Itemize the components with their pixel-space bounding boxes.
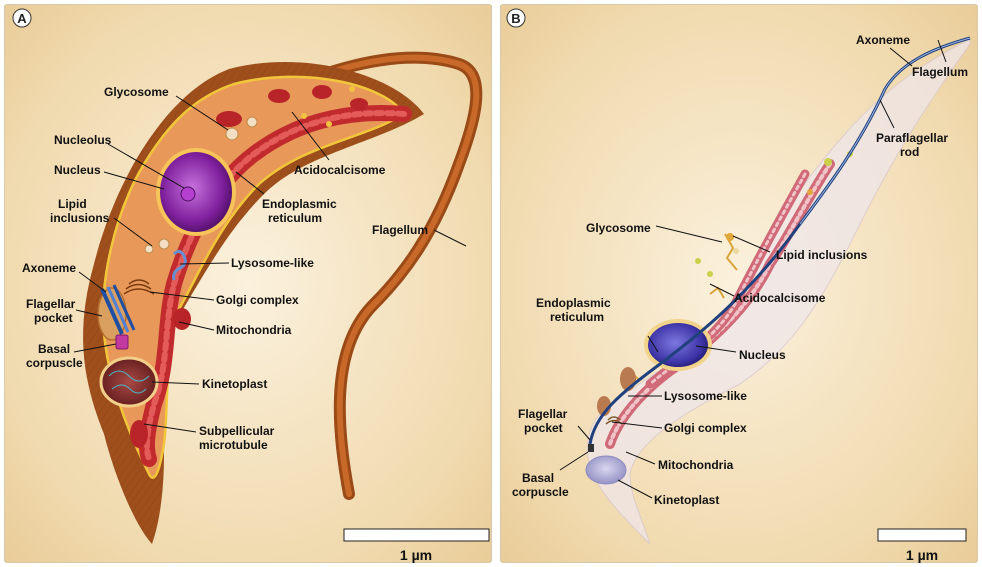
label-er-2: reticulum <box>268 211 322 225</box>
scale-label-b: 1 µm <box>906 547 938 563</box>
label-b-nucleus: Nucleus <box>739 348 786 362</box>
label-lysosome: Lysosome-like <box>231 256 314 270</box>
scale-bar-a <box>344 529 489 541</box>
panel-a: A <box>4 4 492 563</box>
label-lipid-2: inclusions <box>50 211 110 225</box>
label-b-lipid: Lipid inclusions <box>776 248 868 262</box>
label-acidocalcisome: Acidocalcisome <box>294 163 386 177</box>
label-b-mitochondria: Mitochondria <box>658 458 734 472</box>
label-b-lysosome: Lysosome-like <box>664 389 747 403</box>
label-b-glycosome: Glycosome <box>586 221 651 235</box>
label-subpellicular-1: Subpellicular <box>199 424 275 438</box>
panel-b-letter: B <box>511 11 520 26</box>
label-b-basal-corpuscle-2: corpuscle <box>512 485 569 499</box>
label-nucleus: Nucleus <box>54 163 101 177</box>
label-glycosome: Glycosome <box>104 85 169 99</box>
label-basal-corpuscle-1: Basal <box>38 342 70 356</box>
label-b-paraflagellar-2: rod <box>900 145 919 159</box>
label-nucleolus: Nucleolus <box>54 133 112 147</box>
label-flagellar-pocket-2: pocket <box>34 311 73 325</box>
nucleus <box>160 152 232 232</box>
label-kinetoplast: Kinetoplast <box>202 377 267 391</box>
basal-corpuscle <box>116 335 128 349</box>
label-er-1: Endoplasmic <box>262 197 337 211</box>
nucleus-b <box>648 323 708 367</box>
label-b-flagellum: Flagellum <box>912 65 968 79</box>
label-lipid-1: Lipid <box>58 197 87 211</box>
label-b-flagellar-pocket-1: Flagellar <box>518 407 568 421</box>
label-mitochondria: Mitochondria <box>216 323 292 337</box>
scale-label-a: 1 µm <box>400 547 432 563</box>
kinetoplast <box>101 358 157 406</box>
nucleolus <box>181 187 195 201</box>
label-golgi: Golgi complex <box>216 293 299 307</box>
panel-b-diagram: B <box>500 4 978 563</box>
label-b-er-1: Endoplasmic <box>536 296 611 310</box>
label-b-acidocalcisome: Acidocalcisome <box>734 291 826 305</box>
label-basal-corpuscle-2: corpuscle <box>26 356 83 370</box>
panel-a-letter: A <box>17 11 27 26</box>
label-b-paraflagellar-1: Paraflagellar <box>876 131 948 145</box>
label-b-axoneme: Axoneme <box>856 33 910 47</box>
basal-corpuscle-b <box>588 444 594 452</box>
panel-b: B <box>500 4 978 563</box>
label-subpellicular-2: microtubule <box>199 438 268 452</box>
panel-a-diagram: A <box>4 4 492 563</box>
label-b-er-2: reticulum <box>550 310 604 324</box>
label-b-basal-corpuscle-1: Basal <box>522 471 554 485</box>
label-flagellar-pocket-1: Flagellar <box>26 297 76 311</box>
label-b-kinetoplast: Kinetoplast <box>654 493 719 507</box>
label-b-flagellar-pocket-2: pocket <box>524 421 563 435</box>
kinetoplast-b <box>586 456 626 484</box>
label-flagellum: Flagellum <box>372 223 428 237</box>
label-axoneme: Axoneme <box>22 261 76 275</box>
label-b-golgi: Golgi complex <box>664 421 747 435</box>
scale-bar-b <box>878 529 966 541</box>
